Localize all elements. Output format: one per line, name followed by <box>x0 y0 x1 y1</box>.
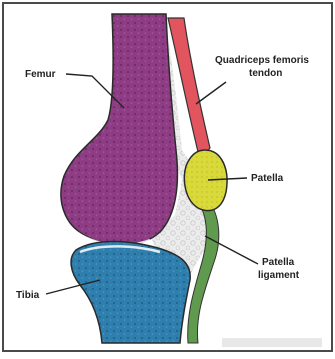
femur-bone <box>61 14 177 245</box>
label-femur: Femur <box>25 69 56 80</box>
label-quadriceps-line1: Quadriceps femoris <box>215 55 309 66</box>
bottom-watermark-band <box>222 338 322 347</box>
label-patella-ligament-line2: ligament <box>258 270 300 281</box>
label-tibia: Tibia <box>16 290 40 301</box>
label-patella: Patella <box>251 173 284 184</box>
label-quadriceps-line2: tendon <box>249 68 282 79</box>
quadriceps-leader-line <box>196 82 226 104</box>
label-patella-ligament-line1: Patella <box>262 257 295 268</box>
patella-bone <box>184 150 227 211</box>
tibia-bone <box>71 242 190 344</box>
